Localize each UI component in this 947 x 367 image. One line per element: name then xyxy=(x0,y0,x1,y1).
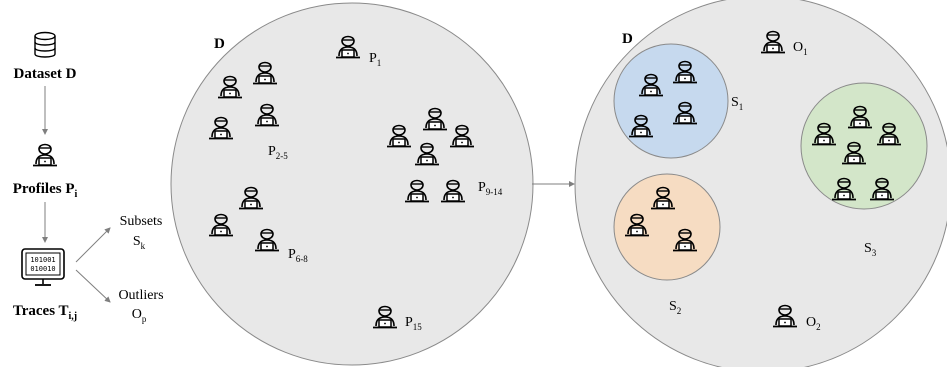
label-s3: S3 xyxy=(864,241,877,258)
arrow-traces-outliers xyxy=(75,269,111,303)
dataset-label: Dataset D xyxy=(14,66,77,82)
subset-s2-circle xyxy=(613,173,721,281)
subset-s1-circle xyxy=(613,43,729,159)
dataset-label-right: D xyxy=(622,31,633,47)
label-p6-8: P6-8 xyxy=(288,247,308,264)
outliers-symbol: Op xyxy=(132,307,147,324)
subsets-symbol: Sk xyxy=(133,234,146,251)
label-p9-14: P9-14 xyxy=(478,180,503,197)
label-p1: P1 xyxy=(369,51,381,68)
svg-text:010010: 010010 xyxy=(30,265,55,273)
arrow-traces-subsets xyxy=(75,227,111,263)
dataset-label-left: D xyxy=(214,36,225,52)
outliers-label: Outliers xyxy=(118,288,163,303)
profile-icon xyxy=(32,143,58,167)
label-s2: S2 xyxy=(669,299,681,316)
label-o1: O1 xyxy=(793,40,808,57)
database-icon xyxy=(34,31,56,58)
subset-s3-circle xyxy=(800,82,928,210)
traces-label: Traces Ti,j xyxy=(13,303,77,322)
computer-icon: 101001 010010 xyxy=(21,248,65,286)
label-s1: S1 xyxy=(731,95,743,112)
subsets-label: Subsets xyxy=(120,214,163,229)
svg-text:101001: 101001 xyxy=(30,256,55,264)
label-p15: P15 xyxy=(405,315,422,332)
profiles-label: Profiles Pi xyxy=(13,181,78,200)
label-p2-5: P2-5 xyxy=(268,144,288,161)
label-o2: O2 xyxy=(806,315,821,332)
